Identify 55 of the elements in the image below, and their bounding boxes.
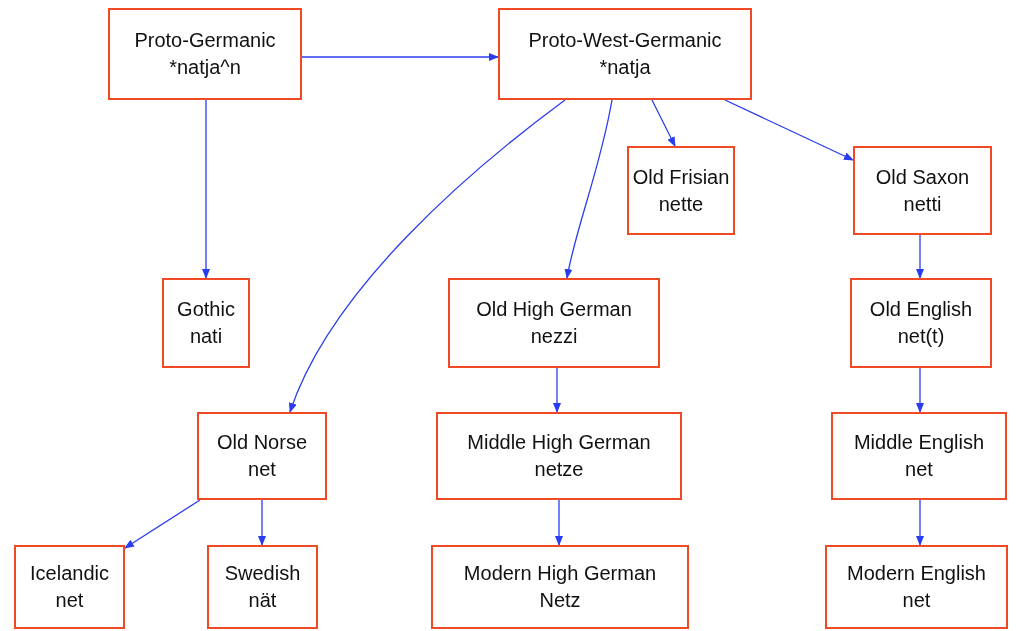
arrow (916, 499, 924, 546)
language-name: Proto-Germanic (134, 28, 276, 53)
language-name: Swedish (224, 561, 301, 586)
arrow (289, 99, 566, 413)
arrow (202, 99, 210, 279)
language-name: Gothic (177, 297, 235, 322)
language-name: Middle English (853, 430, 985, 455)
language-box (14, 545, 125, 629)
word-form: *natja^n (169, 55, 241, 80)
word-form: nette (658, 191, 704, 217)
arrow (724, 99, 854, 161)
language-box (831, 412, 1007, 500)
arrow (651, 99, 676, 147)
arrow (124, 499, 201, 549)
word-form: net (905, 457, 933, 482)
arrow (916, 367, 924, 413)
arrow (564, 99, 613, 279)
word-form: netze (534, 457, 584, 482)
language-box (448, 278, 660, 368)
language-name: Old Saxon (875, 164, 970, 190)
arrow (916, 234, 924, 279)
language-name: Old English (869, 297, 973, 322)
language-box (825, 545, 1008, 629)
language-box (850, 278, 992, 368)
word-form: nät (248, 588, 277, 613)
language-name: Proto-West-Germanic (528, 28, 722, 53)
language-box (207, 545, 318, 629)
word-form: net(t) (897, 324, 945, 349)
word-form: net (248, 457, 276, 482)
language-box (431, 545, 689, 629)
word-form: netti (903, 191, 942, 217)
language-box (108, 8, 302, 100)
language-name: Old Frisian (632, 164, 730, 190)
language-box (853, 146, 992, 235)
arrow (301, 53, 499, 61)
language-name: Old Norse (217, 430, 307, 455)
word-form: nati (189, 324, 223, 349)
arrow (555, 499, 563, 546)
word-form: net (55, 588, 84, 613)
word-form: *natja (599, 55, 651, 80)
language-name: Modern English (847, 561, 986, 586)
arrow (258, 499, 266, 546)
word-form: Netz (539, 588, 581, 613)
word-form: net (902, 588, 931, 613)
language-box (162, 278, 250, 368)
arrow (553, 367, 561, 413)
language-box (627, 146, 735, 235)
language-box (436, 412, 682, 500)
language-name: Middle High German (467, 430, 651, 455)
language-name: Old High German (476, 297, 632, 322)
language-box (498, 8, 752, 100)
language-name: Modern High German (463, 561, 657, 586)
language-name: Icelandic (30, 561, 109, 586)
word-form: nezzi (530, 324, 578, 349)
language-box (197, 412, 327, 500)
